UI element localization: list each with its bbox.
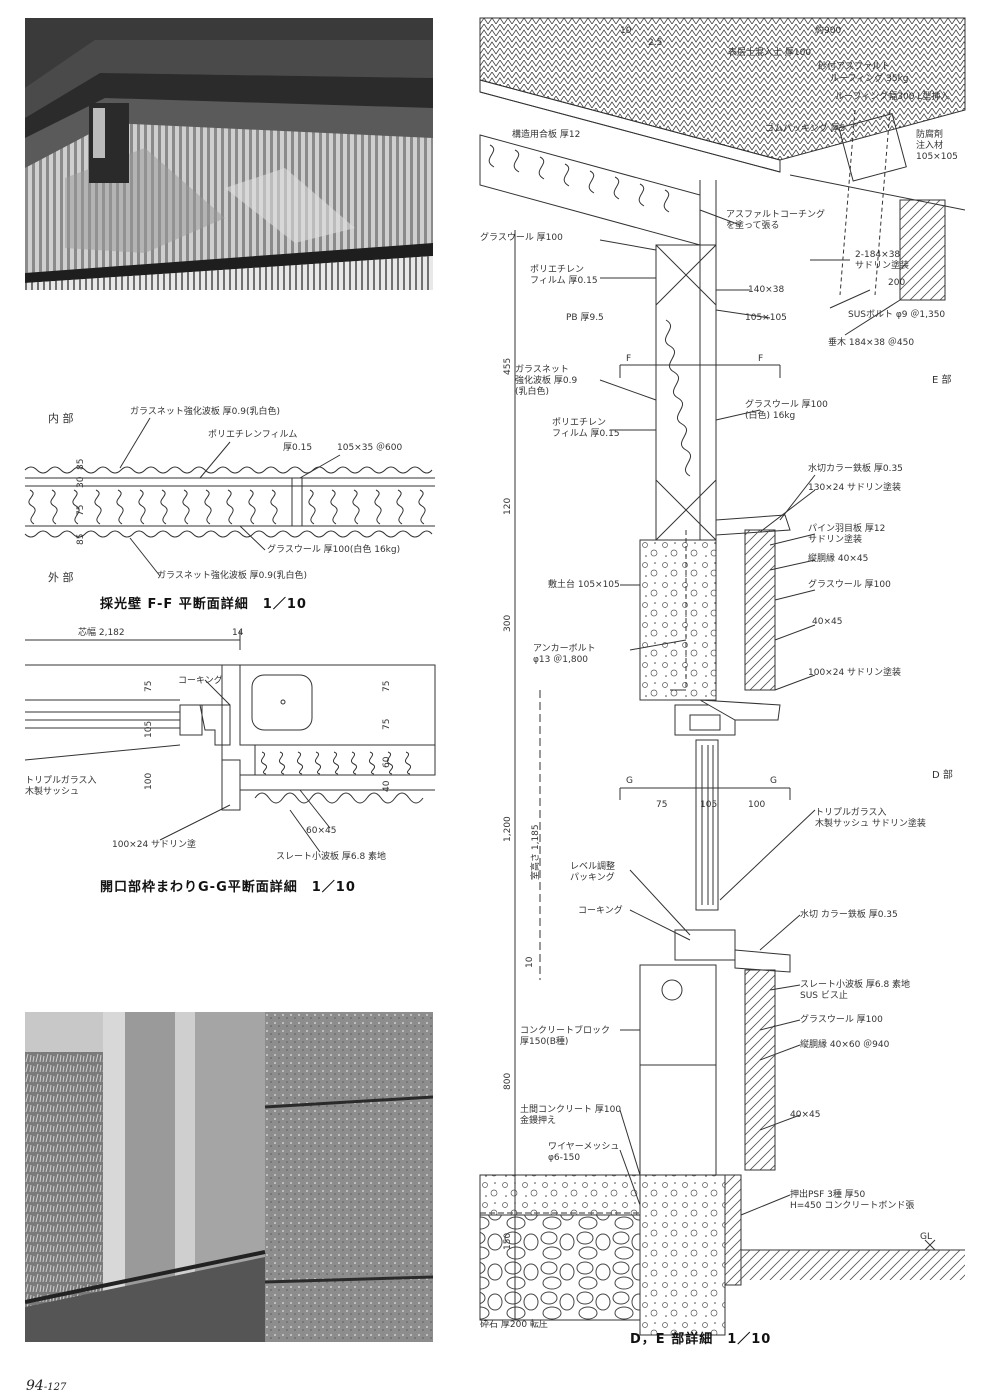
de-vdim-455: 455	[503, 357, 513, 375]
gg-batten-label: 60×45	[306, 826, 337, 836]
de-gw100b-label: グラスウール 厚100	[808, 580, 891, 590]
gg-dim-100: 100	[144, 772, 154, 790]
de-poly1-label: ポリエチレン フィルム 厚0.15	[530, 265, 598, 286]
gg-triple-glass-label: トリプルガラス入 木製サッシュ	[25, 776, 97, 797]
de-gw100c-label: グラスウール 厚100	[800, 1015, 883, 1025]
de-gw-white-label: グラスウール 厚100 (白色) 16kg	[745, 400, 828, 421]
de-d140-label: 140×38	[748, 285, 785, 295]
de-marker-f-left: F	[626, 354, 632, 364]
window-frame-photo	[25, 1012, 433, 1342]
ff-dim-75: 75	[76, 504, 86, 516]
gg-span2-label: 14	[232, 628, 244, 638]
de-marker-g-left: G	[626, 776, 633, 786]
de-asphalt-label: 砂付アスファルト	[818, 62, 891, 72]
ff-dim-85a: 85	[76, 458, 86, 470]
de-glass-net-label: ガラスネット 強化波板 厚0.9 (乳白色)	[515, 365, 578, 397]
gg-section-title: 開口部枠まわりG-G平断面詳細 1／10	[100, 880, 356, 895]
de-ceiling-label: 室高さ 1,185	[531, 824, 541, 880]
de-pb-label: PB 厚9.5	[566, 313, 604, 323]
de-preserv-label: 防腐剤 注入材 105×105	[916, 130, 958, 162]
de-sus-bolt-label: SUSボルト φ9 ＠1,350	[848, 310, 946, 320]
gg-dim-75a: 75	[144, 680, 154, 692]
de-part-e: E 部	[932, 375, 952, 386]
page-number: 94-127	[26, 1378, 66, 1394]
gg-frame-label: 100×24 サドリン塗	[112, 840, 197, 850]
roof-eave-photo	[25, 18, 433, 290]
de-pine-label: パイン羽目板 厚12 サドリン塗装	[808, 524, 886, 545]
de-water-cut1-label: 水切カラー鉄板 厚0.35	[808, 464, 903, 474]
de-vdim-300: 300	[503, 614, 513, 632]
de-d10024-label: 100×24 サドリン塗装	[808, 668, 902, 678]
de-vdim-120: 120	[503, 497, 513, 515]
page-number-main: 94	[26, 1378, 44, 1394]
de-block-label: コンクリートブロック 厚150(B種)	[520, 1026, 611, 1047]
de-vdim-1200: 1,200	[503, 816, 513, 842]
gg-dim-75b: 75	[382, 680, 392, 692]
de-d105-label: 105×105	[745, 313, 787, 323]
de-top-dim-10: 10	[620, 26, 632, 36]
de-soil-label: 表层土混入土 厚100	[728, 48, 812, 58]
de-d4045-label: 40×45	[812, 617, 843, 627]
gg-caulking-label: コーキング	[178, 676, 223, 686]
de-mesh-label: ワイヤーメッシュ φ6-150	[548, 1142, 620, 1163]
de-furring-label: 縦胴縁 40×45	[808, 554, 869, 564]
de-marker-f-right: F	[758, 354, 764, 364]
gg-slate-label: スレート小波板 厚6.8 素地	[276, 852, 387, 862]
ff-inside-label: 内 部	[48, 412, 74, 425]
ff-stud-label: 105×35 ＠600	[337, 443, 403, 453]
ff-poly-film-label: ポリエチレンフィルム	[208, 430, 298, 440]
ff-dim-30: 30	[76, 476, 86, 488]
de-rafter-label: 垂木 184×38 ＠450	[828, 338, 915, 348]
ff-glass-wool-label: グラスウール 厚100(白色 16kg)	[267, 545, 401, 555]
de-dim75: 75	[656, 800, 668, 810]
ff-glass-net-top-label: ガラスネット強化波板 厚0.9(乳白色)	[130, 407, 281, 417]
ff-glass-net-bottom-label: ガラスネット強化波板 厚0.9(乳白色)	[157, 571, 308, 581]
de-gl-label: GL	[920, 1232, 932, 1242]
de-triple-label: トリプルガラス入 木製サッシュ サドリン塗装	[815, 808, 926, 829]
ff-section-title: 採光壁 F-F 平断面詳細 1／10	[100, 597, 307, 612]
de-top-dim-25: 2.5	[648, 38, 663, 48]
de-d130-label: 130×24 サドリン塗装	[808, 483, 902, 493]
de-water-cut2-label: 水切 カラー鉄板 厚0.35	[800, 910, 898, 920]
de-gw100-label: グラスウール 厚100	[480, 233, 563, 243]
ff-dim-85b: 85	[76, 533, 86, 545]
de-sill-label: 敷土台 105×105	[548, 580, 620, 590]
gg-dim-75c: 75	[382, 718, 392, 730]
de-top-dim-900: 約900	[815, 26, 842, 36]
gg-dim-105: 105	[144, 720, 154, 738]
de-d4045b-label: 40×45	[790, 1110, 821, 1120]
gg-dim-60: 60	[382, 756, 392, 768]
de-dim100: 100	[748, 800, 766, 810]
de-plywood-label: 構造用合板 厚12	[512, 130, 581, 140]
de-two-184-label: 2-184×38 サドリン塗装	[855, 250, 910, 271]
de-vdim-150: 150	[503, 1232, 513, 1250]
de-poly2-label: ポリエチレン フィルム 厚0.15	[552, 418, 620, 439]
gg-dim-40: 40	[382, 780, 392, 792]
ff-outside-label: 外 部	[48, 571, 74, 584]
de-anchor-label: アンカーボルト φ13 ＠1,800	[533, 644, 596, 665]
de-vdim-800: 800	[503, 1072, 513, 1090]
de-part-d: D 部	[932, 770, 953, 781]
de-vdim-10: 10	[525, 956, 535, 968]
de-rubber-label: ゴムパッキング 厚5	[765, 124, 846, 134]
de-level-label: レベル調整 パッキング	[570, 862, 616, 883]
de-caulk-label: コーキング	[578, 906, 623, 916]
gg-span-label: 芯幅 2,182	[78, 628, 125, 638]
de-slab-label: 土間コンクリート 厚100 金鏝押え	[520, 1105, 622, 1126]
de-psf-label: 押出PSF 3種 厚50 H=450 コンクリートボンド張	[790, 1190, 915, 1211]
de-d200-label: 200	[888, 278, 906, 288]
de-marker-g-right: G	[770, 776, 777, 786]
de-section-title: D，E 部詳細 1／10	[630, 1332, 772, 1347]
de-roofing-l-label: ルーフィング幅300 L型挿入	[835, 92, 950, 102]
de-roofing-label: ルーフィング 35kg	[830, 74, 909, 84]
de-slate-label: スレート小波板 厚6.8 素地 SUS ビス止	[800, 980, 911, 1001]
de-gravel-label: 砕石 厚200 転圧	[480, 1320, 548, 1330]
de-dim105: 105	[700, 800, 718, 810]
de-furring2-label: 縦胴縁 40×60 ＠940	[800, 1040, 890, 1050]
ff-poly-thk-label: 厚0.15	[283, 443, 313, 453]
page-number-sub: -127	[43, 1382, 67, 1393]
de-coating-label: アスファルトコーチング を塗って張る	[726, 210, 826, 231]
